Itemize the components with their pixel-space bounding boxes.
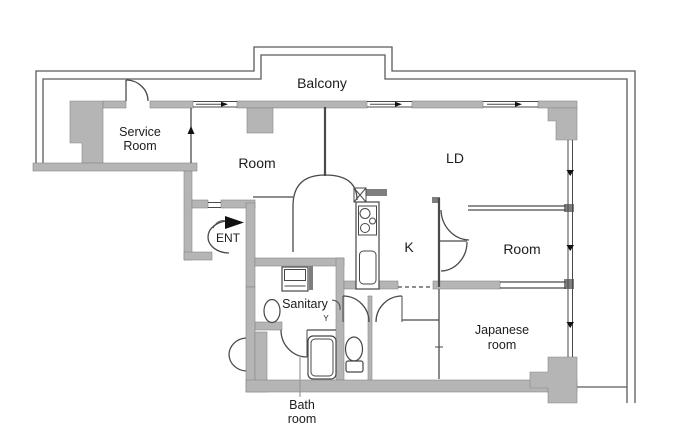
service-room-label-line2: Room (123, 139, 156, 153)
sanitary-fixtures (263, 266, 364, 380)
ld-label: LD (446, 150, 464, 166)
south-wall (245, 379, 578, 393)
room-labels: Balcony Service Room Room LD K Room Japa… (119, 75, 541, 426)
window-east-side (566, 140, 574, 357)
hall-arch-opening (292, 174, 358, 252)
washer-niche-stub (309, 266, 313, 290)
kitchen-label: K (404, 239, 414, 255)
windows (193, 101, 574, 357)
divider-arrow-icon (187, 126, 195, 134)
duct-box (353, 187, 367, 203)
top-wall-segment (411, 100, 484, 109)
wc-east-wall (367, 295, 373, 381)
room-ld-pillar (246, 107, 274, 134)
porch-south-wall (183, 251, 213, 261)
washing-machine-icon (281, 266, 309, 292)
balcony-outline (35, 46, 636, 403)
bath-room-label-line1: Bath (289, 398, 315, 412)
balcony-inner-line (42, 54, 628, 403)
service-room-label-line1: Service (119, 125, 161, 139)
room-right-closet-door (440, 241, 468, 272)
window-ld-east (483, 101, 538, 108)
bath-door (280, 329, 308, 358)
sanitary-label: Sanitary (282, 297, 329, 311)
kitchen-wall-stub (432, 197, 440, 203)
wc-door (342, 295, 370, 323)
window-arrow-icon (515, 101, 522, 107)
corridor-door (375, 295, 403, 323)
ld-corner-pillar (547, 107, 578, 141)
porch-north-wall (191, 199, 209, 209)
window-tick-icon (566, 245, 574, 251)
balcony-label: Balcony (297, 75, 347, 91)
doors (125, 79, 470, 372)
service-room-south-wall (32, 162, 198, 172)
top-wall-segment (102, 100, 127, 109)
entry-arrow-icon (225, 216, 244, 229)
toilet-icon (344, 336, 364, 373)
window-tick-icon (566, 170, 574, 176)
sanitary-north-wall (254, 257, 345, 267)
bath-west-wall (245, 286, 256, 393)
kitchen-hood-stub (366, 189, 387, 196)
bathtub-icon (307, 335, 337, 380)
window-arrow-icon (395, 101, 402, 107)
stove-icon (358, 205, 377, 236)
window-arrow-icon (221, 101, 228, 107)
southeast-corner-wall (529, 356, 578, 404)
service-room-door (125, 79, 149, 102)
sanitary-sub-label: Y (323, 314, 329, 323)
window-ld-west (367, 101, 412, 108)
partitions (187, 107, 566, 379)
entry-arrow-tail (212, 220, 227, 229)
leaders (299, 299, 341, 397)
entrance-label: ENT (216, 231, 241, 245)
top-wall-segment (149, 100, 194, 109)
room-right-door (440, 209, 470, 241)
bath-room-label-line2: room (288, 412, 316, 426)
porch-west-wall (183, 170, 193, 261)
vanity-sink-icon (263, 298, 281, 324)
window-jamb-stub (564, 204, 574, 212)
sanitary-leader (331, 299, 341, 311)
entrance-marker (212, 216, 244, 229)
kitchen-sink-icon (359, 250, 377, 285)
hall-west-wall (245, 202, 256, 288)
top-wall-segment (236, 100, 368, 109)
japanese-room-label-line1: Japanese (475, 323, 529, 337)
room-right-label: Room (503, 241, 540, 257)
top-wall-segment (537, 100, 578, 109)
window-jamb-stub (564, 279, 574, 289)
walls (32, 100, 578, 404)
service-room-west-wall (69, 100, 104, 164)
window-tick-icon (566, 322, 574, 328)
room-left-label: Room (238, 155, 275, 171)
japanese-north-wall (432, 280, 501, 290)
outside-double-door (228, 337, 247, 372)
sanitary-bath-wall (254, 321, 283, 331)
window-room-left (193, 101, 237, 108)
kitchen-fixtures (353, 187, 380, 290)
balcony-outer-line (35, 46, 636, 403)
japanese-room-label-line2: room (488, 338, 516, 352)
